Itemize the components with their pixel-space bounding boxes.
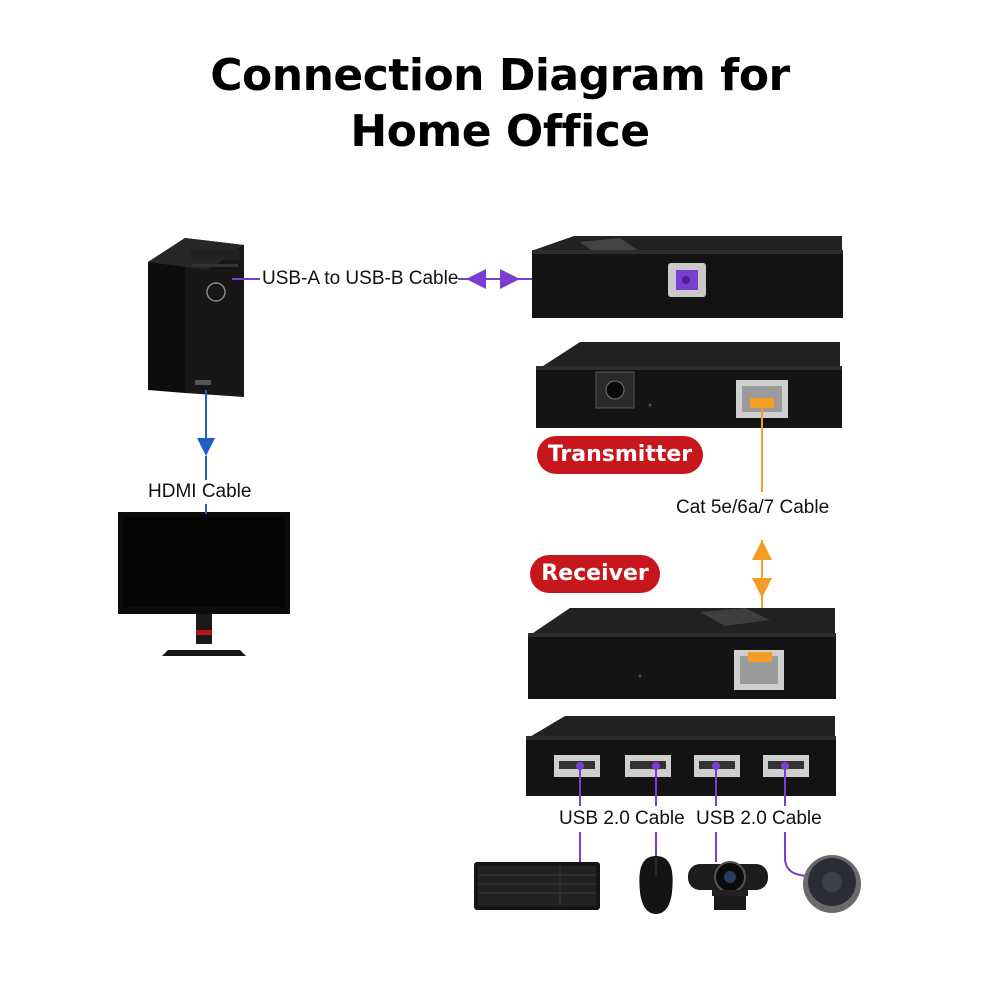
usb-port-2: [625, 755, 671, 777]
webcam-icon: [688, 861, 768, 910]
monitor-icon: [118, 512, 290, 656]
receiver-rj45-side: [528, 608, 836, 699]
title-line-1: Connection Diagram for: [210, 50, 790, 101]
usb20-cable-label-right: USB 2.0 Cable: [696, 807, 822, 831]
usb20-cable-lines: [576, 762, 813, 878]
title-line-2: Home Office: [350, 106, 650, 157]
transmitter-badge: Transmitter: [537, 436, 703, 474]
keyboard-icon: [474, 862, 600, 910]
receiver-badge: Receiver: [530, 555, 660, 593]
pc-tower-icon: [148, 238, 244, 397]
speakerphone-icon: [803, 855, 861, 913]
page-title: Connection Diagram for Home Office: [0, 48, 1000, 160]
receiver-usb-side: [526, 716, 836, 796]
cat-cable-label: Cat 5e/6a/7 Cable: [676, 496, 830, 520]
usb20-cable-label-left: USB 2.0 Cable: [559, 807, 685, 831]
usb-ab-cable-label: USB-A to USB-B Cable: [262, 267, 459, 291]
transmitter-rj45-side: [536, 342, 842, 428]
hdmi-cable-label: HDMI Cable: [148, 480, 252, 504]
mouse-icon: [639, 856, 673, 914]
hdmi-cable-line: [197, 390, 215, 514]
transmitter-usb-side: [532, 236, 843, 318]
